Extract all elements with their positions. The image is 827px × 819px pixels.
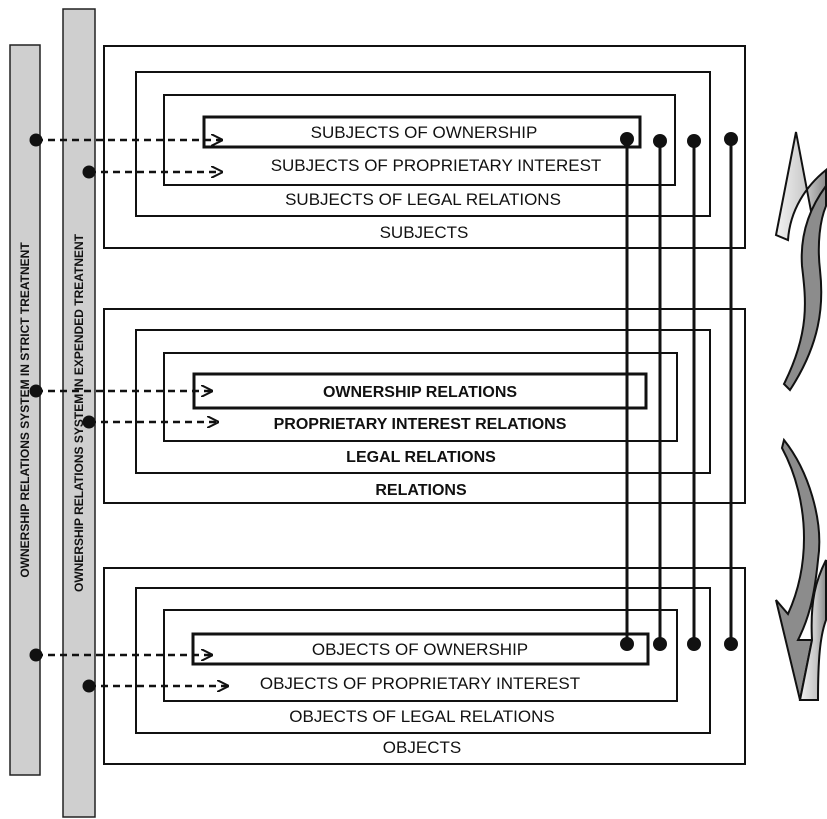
dot-expanded-relations	[82, 415, 96, 429]
relations-legal-label: LEGAL RELATIONS	[346, 449, 496, 466]
objects-ownership-box	[191, 632, 650, 666]
subjects-proprietary-label: SUBJECTS OF PROPRIETARY INTEREST	[271, 156, 602, 175]
dot-objects-proprietary	[653, 637, 667, 651]
dashed-arrows	[36, 140, 228, 686]
relations-ownership-box	[192, 372, 648, 410]
objects-outer-label: OBJECTS	[383, 738, 461, 757]
dot-objects-general	[724, 637, 738, 651]
objects-ownership-label: OBJECTS OF OWNERSHIP	[312, 640, 528, 659]
subjects-ownership-box	[202, 115, 642, 149]
subjects-outer-label: SUBJECTS	[380, 223, 469, 242]
dot-objects-legal	[687, 637, 701, 651]
bar-connection-dots	[29, 133, 96, 693]
relations-proprietary-label: PROPRIETARY INTEREST RELATIONS	[274, 416, 567, 433]
dot-subjects-legal	[687, 134, 701, 148]
strict-treatment-bar	[9, 44, 41, 776]
objects-proprietary-label: OBJECTS OF PROPRIETARY INTEREST	[260, 674, 580, 693]
dot-expanded-subjects	[82, 165, 96, 179]
objects-legal-box	[135, 587, 711, 734]
dot-strict-relations	[29, 384, 43, 398]
relations-proprietary-box	[163, 352, 678, 442]
objects-legal-label: OBJECTS OF LEGAL RELATIONS	[289, 707, 554, 726]
dot-subjects-ownership	[620, 132, 634, 146]
relations-legal-box	[135, 329, 711, 474]
relations-outer-box	[103, 308, 746, 504]
objects-proprietary-box	[163, 609, 678, 702]
dot-strict-subjects	[29, 133, 43, 147]
vertical-connectors	[625, 139, 733, 644]
subjects-proprietary-box	[163, 94, 676, 186]
relations-ownership-label: OWNERSHIP RELATIONS	[323, 384, 517, 401]
subjects-legal-label: SUBJECTS OF LEGAL RELATIONS	[285, 190, 561, 209]
dot-objects-ownership	[620, 637, 634, 651]
lower-curved-arrow-icon	[775, 437, 827, 701]
upper-curved-arrow-icon	[774, 131, 827, 392]
dot-subjects-proprietary	[653, 134, 667, 148]
expanded-treatment-label: OWNERSHIP RELATIONS SYSTEM IN EXPENDED T…	[72, 233, 86, 592]
relations-outer-label: RELATIONS	[375, 482, 467, 499]
strict-treatment-label: OWNERSHIP RELATIONS SYSTEM IN STRICT TRE…	[18, 242, 32, 578]
dot-expanded-objects	[82, 679, 96, 693]
subjects-ownership-label: SUBJECTS OF OWNERSHIP	[311, 123, 538, 142]
subjects-legal-box	[135, 71, 711, 217]
subjects-outer-box	[103, 45, 746, 249]
objects-outer-box	[103, 567, 746, 765]
dot-subjects-general	[724, 132, 738, 146]
dot-strict-objects	[29, 648, 43, 662]
connector-dots	[620, 132, 738, 651]
